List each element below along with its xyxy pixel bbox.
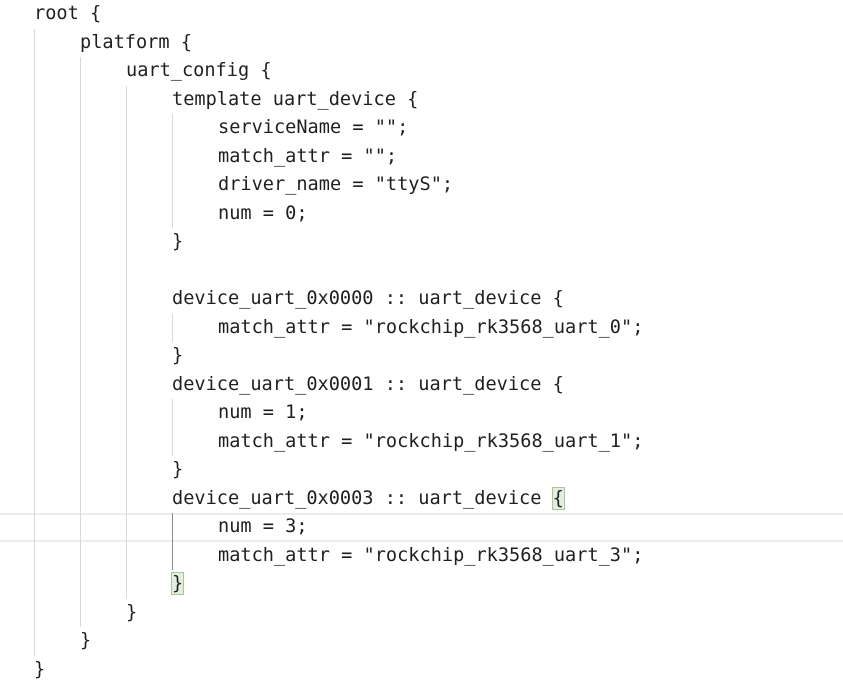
code-line-text: } xyxy=(172,345,184,366)
code-line-text: } xyxy=(126,601,138,623)
code-line-text: } xyxy=(172,459,184,480)
code-line-text: device_uart_0x0003 :: uart_device { xyxy=(172,486,565,510)
code-line-text: uart_config { xyxy=(126,60,272,81)
code-line[interactable]: num = 0; xyxy=(0,200,843,229)
code-line-text: } xyxy=(170,570,185,599)
code-line-text: match_attr = "rockchip_rk3568_uart_1"; xyxy=(218,430,644,452)
code-line-text: serviceName = ""; xyxy=(218,117,409,138)
code-line-text: } xyxy=(172,231,184,252)
code-line-text: } xyxy=(80,630,92,651)
code-line-text: driver_name = "ttyS"; xyxy=(218,174,454,195)
code-line[interactable]: match_attr = "rockchip_rk3568_uart_1"; xyxy=(0,428,843,457)
code-line[interactable]: } xyxy=(0,627,843,656)
code-line[interactable]: device_uart_0x0003 :: uart_device { xyxy=(0,485,843,514)
code-line[interactable]: match_attr = "rockchip_rk3568_uart_0"; xyxy=(0,314,843,343)
code-line[interactable]: device_uart_0x0001 :: uart_device { xyxy=(0,371,843,400)
code-line[interactable]: } xyxy=(0,599,843,628)
indent-guide xyxy=(172,399,173,456)
code-line-text: num = 3; xyxy=(218,516,308,537)
indent-guide xyxy=(172,114,173,228)
code-line[interactable]: } xyxy=(0,656,843,685)
code-line[interactable]: match_attr = "rockchip_rk3568_uart_3"; xyxy=(0,542,843,571)
code-line-text: } xyxy=(34,658,46,680)
code-line[interactable]: template uart_device { xyxy=(0,86,843,115)
code-line-text: match_attr = "rockchip_rk3568_uart_0"; xyxy=(218,316,644,338)
matching-bracket: } xyxy=(170,572,185,595)
code-line[interactable]: serviceName = ""; xyxy=(0,114,843,143)
code-line-text: device_uart_0x0000 :: uart_device { xyxy=(172,288,564,309)
indent-guide xyxy=(34,28,35,656)
code-line-text: num = 0; xyxy=(218,202,308,224)
code-line[interactable]: } xyxy=(0,228,843,257)
code-line[interactable]: } xyxy=(0,456,843,485)
code-line-text: platform { xyxy=(80,31,192,53)
code-line[interactable]: match_attr = ""; xyxy=(0,143,843,172)
code-line-current[interactable]: num = 3; xyxy=(0,513,843,542)
indent-guide xyxy=(80,57,81,627)
matching-bracket: { xyxy=(551,486,565,510)
code-line-text: template uart_device { xyxy=(172,88,419,110)
code-line-text: root { xyxy=(34,3,102,24)
indent-guide xyxy=(172,513,173,570)
code-line[interactable]: uart_config { xyxy=(0,57,843,86)
code-line[interactable]: device_uart_0x0000 :: uart_device { xyxy=(0,285,843,314)
code-line[interactable]: } xyxy=(0,342,843,371)
code-line-text: device_uart_0x0001 :: uart_device { xyxy=(172,373,564,395)
code-line[interactable]: platform { xyxy=(0,29,843,58)
indent-guide xyxy=(126,85,127,599)
code-line[interactable]: driver_name = "ttyS"; xyxy=(0,171,843,200)
code-line[interactable]: num = 1; xyxy=(0,399,843,428)
code-line[interactable]: root { xyxy=(0,0,843,29)
code-line-text: match_attr = ""; xyxy=(218,145,398,167)
code-line[interactable]: } xyxy=(0,570,843,599)
indent-guide xyxy=(172,313,173,342)
code-line-text: num = 1; xyxy=(218,402,308,423)
code-line-text: match_attr = "rockchip_rk3568_uart_3"; xyxy=(218,544,644,566)
